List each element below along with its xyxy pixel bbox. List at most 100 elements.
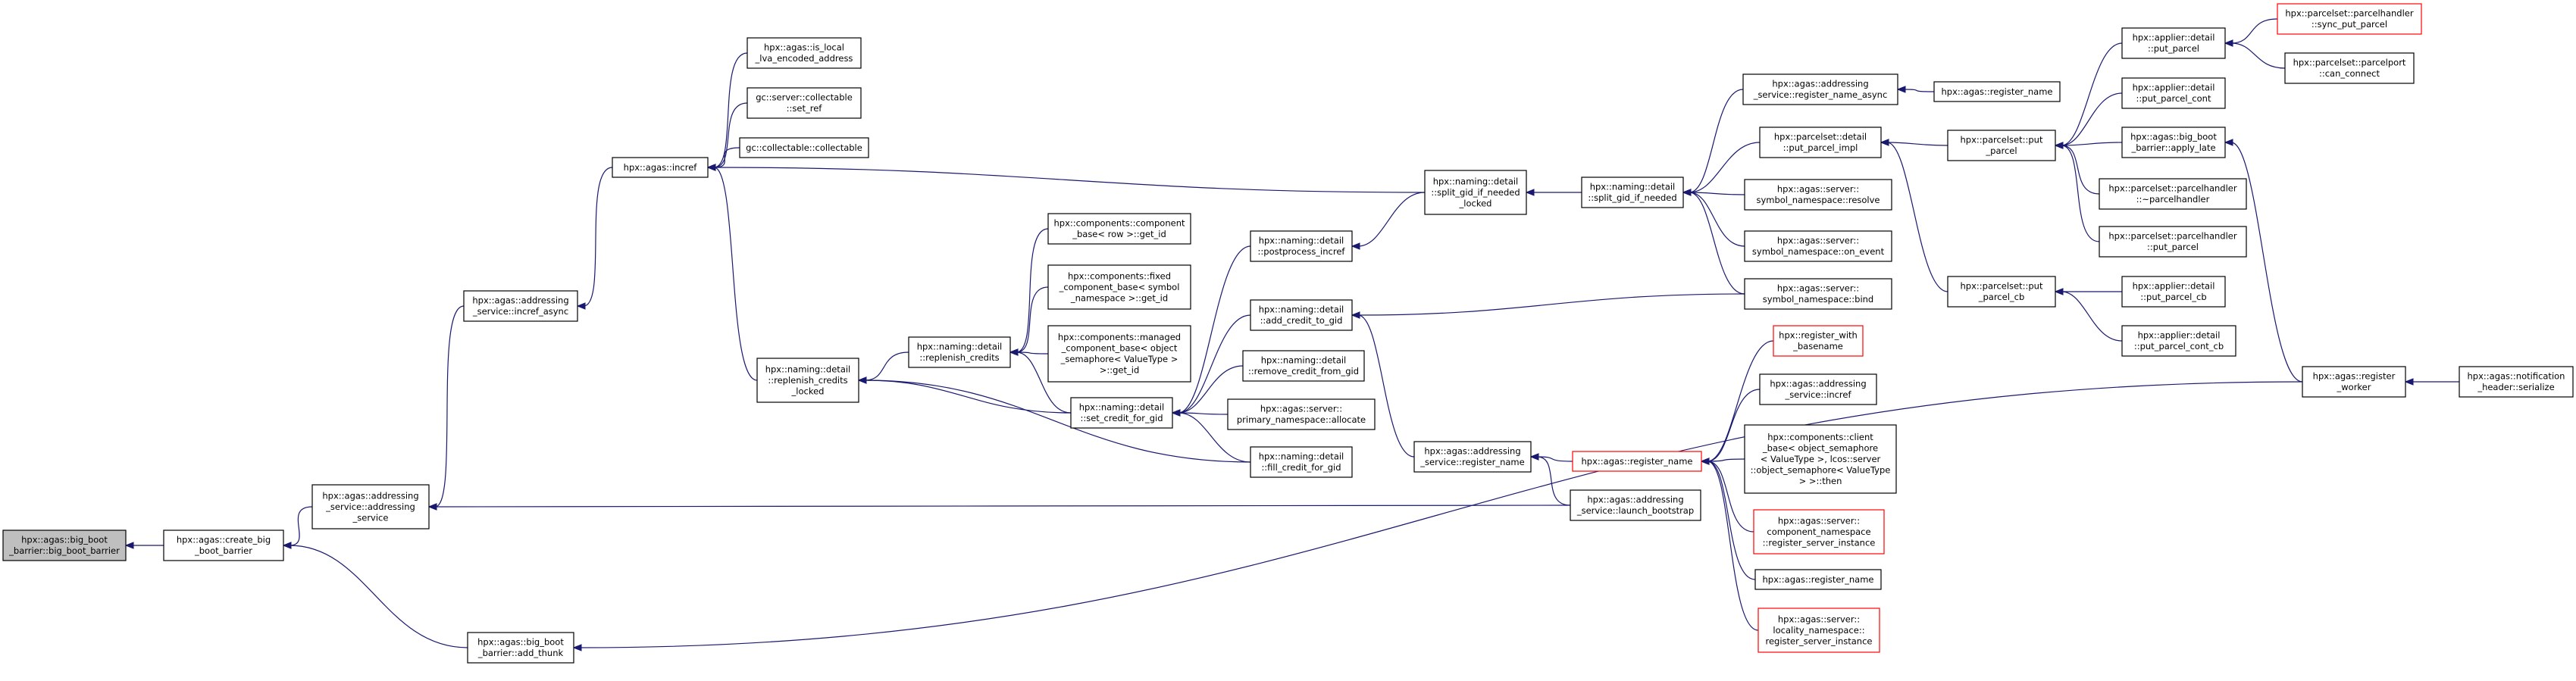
graph-node-setcredit[interactable]: hpx::naming::detail::set_credit_for_gid [1070, 397, 1173, 429]
call-edge [434, 305, 465, 508]
graph-node-regbasename[interactable]: hpx::register_with_basename [1773, 325, 1864, 357]
graph-node-replenish[interactable]: hpx::naming::detail::replenish_credits [908, 336, 1011, 368]
call-edge [289, 545, 468, 648]
graph-node-putparcel[interactable]: hpx::parcelset::put_parcel [1947, 130, 2056, 161]
arrowhead [2404, 378, 2414, 386]
node-label: hpx::register_with [1779, 330, 1858, 341]
graph-node-clientthen[interactable]: hpx::components::client_base< object_sem… [1744, 424, 1897, 494]
graph-node-symonevent[interactable]: hpx::agas::server::symbol_namespace::on_… [1744, 230, 1892, 262]
node-box [1759, 127, 1882, 158]
graph-node-regasync[interactable]: hpx::agas::addressing_service::register_… [1742, 73, 1898, 105]
node-box [612, 157, 709, 178]
node-label: ::replenish_credits [919, 352, 999, 363]
graph-node-islocal[interactable]: hpx::agas::is_local_lva_encoded_address [747, 37, 862, 69]
graph-node-svcregname[interactable]: hpx::agas::addressing_service::register_… [1413, 441, 1532, 473]
graph-node-addthunk[interactable]: hpx::agas::big_boot_barrier::add_thunk [467, 632, 574, 664]
graph-node-increfasync[interactable]: hpx::agas::addressing_service::incref_as… [463, 290, 578, 322]
node-label: ::add_credit_to_gid [1260, 315, 1343, 326]
graph-node-syncput[interactable]: hpx::parcelset::parcelhandler::sync_put_… [2277, 3, 2422, 35]
graph-node-regnamered[interactable]: hpx::agas::register_name [1572, 451, 1702, 472]
graph-node-comp2[interactable]: hpx::components::fixed_component_base< s… [1047, 264, 1191, 310]
node-box [1758, 608, 1880, 653]
graph-node-addsvc[interactable]: hpx::agas::addressing_service::addressin… [311, 484, 430, 529]
graph-node-compreg[interactable]: hpx::agas::server::component_namespace::… [1753, 509, 1885, 554]
node-label: hpx::agas::big_boot [477, 637, 564, 648]
node-label: _lva_encoded_address [755, 53, 853, 64]
node-label: hpx::naming::detail [1259, 305, 1344, 315]
arrowhead [1682, 189, 1692, 196]
arrowhead [282, 542, 292, 549]
node-box [1572, 451, 1702, 472]
node-label: _boot_barrier [194, 545, 252, 556]
arrowhead [857, 376, 867, 384]
call-edge [1536, 456, 1571, 506]
call-edge [1178, 314, 1251, 414]
graph-node-applierputcont[interactable]: hpx::applier::detail::put_parcel_cont [2121, 77, 2226, 109]
graph-node-removecredit[interactable]: hpx::naming::detail::remove_credit_from_… [1242, 350, 1365, 382]
node-label: hpx::agas::server:: [1778, 515, 1860, 526]
graph-node-postproc[interactable]: hpx::naming::detail::postprocess_incref [1250, 230, 1353, 262]
node-box [1047, 264, 1191, 310]
graph-node-symresolve[interactable]: hpx::agas::server::symbol_namespace::res… [1744, 179, 1892, 211]
graph-node-applierput[interactable]: hpx::applier::detail::put_parcel [2121, 27, 2226, 59]
arrowhead [1700, 458, 1710, 465]
node-label: hpx::components::managed [1058, 332, 1181, 342]
node-label: _base< row >::get_id [1072, 229, 1166, 239]
call-edge [713, 167, 1426, 193]
graph-node-launch[interactable]: hpx::agas::addressing_service::launch_bo… [1570, 489, 1701, 521]
graph-node-regworker[interactable]: hpx::agas::register_worker [2302, 366, 2406, 398]
graph-node-handlerput[interactable]: hpx::parcelset::parcelhandler::put_parce… [2099, 226, 2247, 258]
node-box [1742, 73, 1898, 105]
call-edge [1707, 461, 1759, 631]
graph-node-splitlocked[interactable]: hpx::naming::detail::split_gid_if_needed… [1424, 170, 1527, 215]
graph-node-setref[interactable]: gc::server::collectable::set_ref [747, 87, 862, 119]
call-edge [713, 147, 740, 168]
graph-node-replocked[interactable]: hpx::naming::detail::replenish_credits_l… [756, 358, 859, 403]
graph-node-locreg[interactable]: hpx::agas::server::locality_namespace::r… [1758, 608, 1880, 653]
graph-node-comp1[interactable]: hpx::components::component_base< row >::… [1047, 213, 1191, 245]
node-box [1424, 170, 1527, 215]
node-label: hpx::applier::detail [2133, 33, 2215, 43]
graph-node-create[interactable]: hpx::agas::create_big_boot_barrier [163, 529, 284, 561]
graph-node-collectable[interactable]: gc::collectable::collectable [739, 137, 869, 158]
graph-node-regname1[interactable]: hpx::agas::register_name [1933, 81, 2061, 102]
node-box [467, 632, 574, 664]
node-label: hpx::components::component [1054, 218, 1185, 229]
graph-node-fillcredit[interactable]: hpx::naming::detail::fill_credit_for_gid [1250, 446, 1353, 478]
graph-node-split[interactable]: hpx::naming::detail::split_gid_if_needed [1581, 176, 1684, 208]
arrowhead [1351, 311, 1360, 319]
graph-node-applierputcb[interactable]: hpx::applier::detail::put_parcel_cb [2121, 276, 2226, 308]
node-label: ::postprocess_incref [1258, 246, 1346, 257]
graph-node-putparcelcb[interactable]: hpx::parcelset::put_parcel_cb [1947, 276, 2056, 308]
node-label: hpx::naming::detail [1079, 402, 1165, 413]
node-box [1754, 569, 1882, 590]
node-box [463, 290, 578, 322]
node-label: locality_namespace:: [1773, 625, 1864, 636]
node-label: hpx::agas::is_local [764, 42, 844, 53]
node-label: _worker [2337, 382, 2371, 392]
node-label: hpx::agas::addressing [1587, 495, 1683, 505]
node-label: _barrier::big_boot_barrier [8, 545, 120, 556]
graph-node-svcincref[interactable]: hpx::agas::addressing_service::incref [1759, 373, 1877, 405]
graph-node-dtorhandler[interactable]: hpx::parcelset::parcelhandler::~parcelha… [2099, 178, 2247, 210]
node-label: primary_namespace::allocate [1237, 414, 1366, 425]
graph-node-primalloc[interactable]: hpx::agas::server::primary_namespace::al… [1227, 398, 1376, 430]
node-box [1242, 350, 1365, 382]
graph-node-notif[interactable]: hpx::agas::notification_header::serializ… [2459, 366, 2574, 398]
node-label: ::~parcelhandler [2136, 194, 2210, 205]
graph-node-applierputcontcb[interactable]: hpx::applier::detail::put_parcel_cont_cb [2121, 325, 2236, 357]
call-edge [1886, 142, 1948, 146]
node-box [1753, 509, 1885, 554]
arrowhead [1529, 453, 1539, 461]
graph-node-regname2[interactable]: hpx::agas::register_name [1754, 569, 1882, 590]
graph-node-applylate[interactable]: hpx::agas::big_boot_barrier::apply_late [2121, 127, 2226, 158]
graph-node-symbind[interactable]: hpx::agas::server::symbol_namespace::bin… [1744, 278, 1892, 310]
graph-node-comp3[interactable]: hpx::components::managed_component_base<… [1047, 325, 1191, 383]
graph-node-addcredit[interactable]: hpx::naming::detail::add_credit_to_gid [1250, 299, 1353, 331]
graph-node-incref[interactable]: hpx::agas::incref [612, 157, 709, 178]
node-label: hpx::agas::addressing [472, 295, 568, 306]
graph-node-putparcelimpl[interactable]: hpx::parcelset::detail::put_parcel_impl [1759, 127, 1882, 158]
call-edge [864, 380, 1251, 463]
graph-node-canconnect[interactable]: hpx::parcelset::parcelport::can_connect [2284, 52, 2415, 84]
node-label: ::set_ref [787, 103, 823, 114]
